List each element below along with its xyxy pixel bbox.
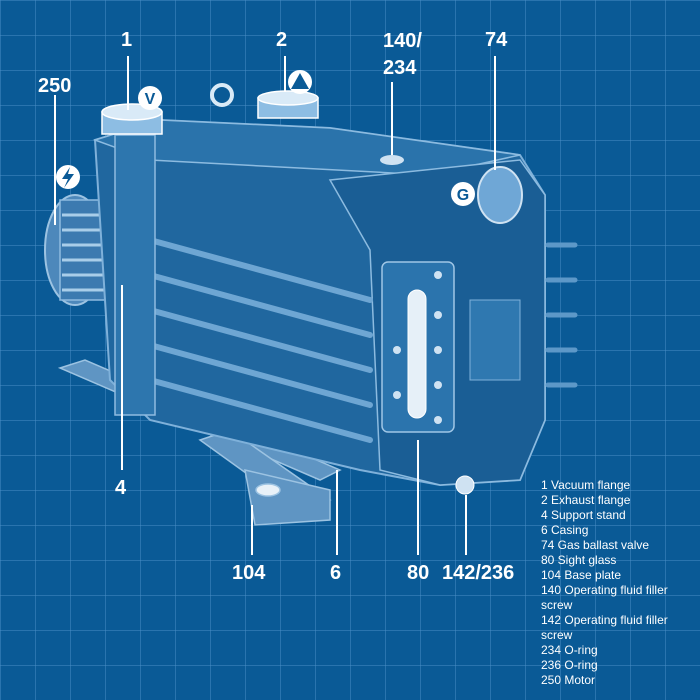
legend-item: 236 O-ring: [541, 658, 598, 672]
callout-2: 2: [276, 29, 288, 51]
lightning-icon: [56, 165, 80, 189]
legend-item: 234 O-ring: [541, 643, 598, 657]
callout-6: 6: [330, 562, 342, 584]
exhaust-triangle-icon: [288, 70, 312, 94]
svg-text:V: V: [145, 91, 156, 108]
callout-1: 1: [121, 29, 133, 51]
lifting-eye: [210, 83, 234, 107]
sight-glass: [407, 289, 427, 419]
leader-lines: [54, 56, 496, 555]
callout-142-236: 142/236: [442, 562, 515, 584]
gas-ballast-valve: [477, 166, 523, 224]
legend-item: 104 Base plate: [541, 568, 622, 582]
legend-item: 74 Gas ballast valve: [541, 538, 650, 552]
parts-legend: 1 Vacuum flange 2 Exhaust flange 4 Suppo…: [541, 478, 691, 688]
gas-ballast-symbol: G: [451, 182, 475, 206]
legend-item: 4 Support stand: [541, 508, 626, 522]
callout-74: 74: [485, 29, 508, 51]
cooling-fins: [147, 237, 373, 443]
callout-250: 250: [38, 75, 72, 97]
pump-casing: [92, 118, 578, 495]
svg-text:G: G: [457, 187, 469, 204]
callout-140-234: 140/ 234: [383, 30, 422, 79]
legend-item: 80 Sight glass: [541, 553, 617, 567]
callout-104: 104: [232, 562, 266, 584]
exhaust-flange: [210, 83, 319, 119]
drain-screw: [455, 475, 475, 495]
legend-item: 2 Exhaust flange: [541, 493, 631, 507]
legend-item: 1 Vacuum flange: [541, 478, 631, 492]
callout-80: 80: [407, 562, 430, 584]
legend-item: 250 Motor: [541, 673, 596, 687]
legend-item: 140 Operating fluid filler screw: [541, 583, 668, 612]
vacuum-symbol: V: [138, 86, 162, 110]
callout-4: 4: [115, 477, 127, 499]
legend-item: 142 Operating fluid filler screw: [541, 613, 668, 642]
legend-item: 6 Casing: [541, 523, 589, 537]
